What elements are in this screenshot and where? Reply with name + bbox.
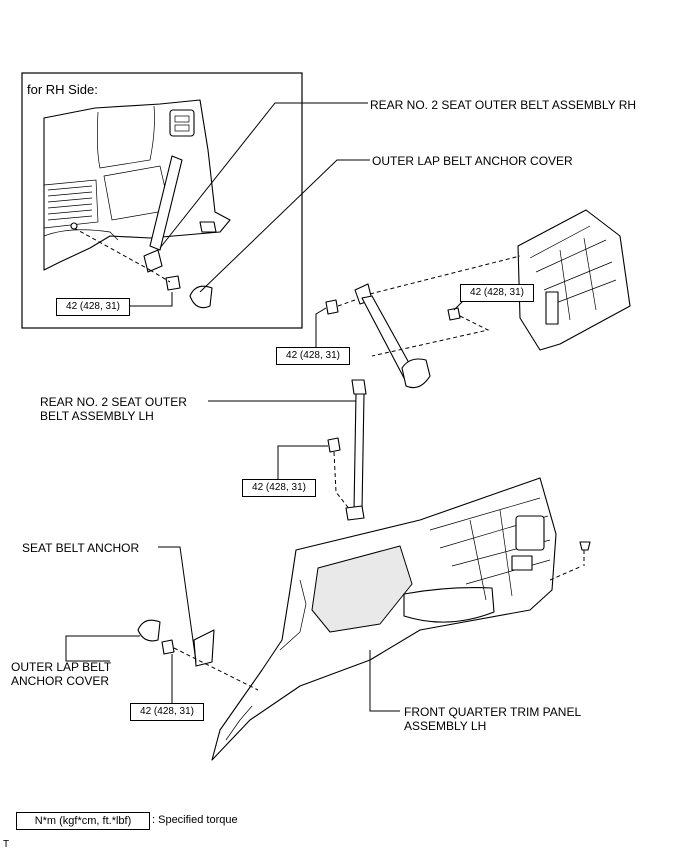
inset-frame [21,72,303,329]
callout-rear-belt-lh-line1: REAR NO. 2 SEAT OUTER [40,395,187,409]
torque-inset: 42 (428, 31) [56,298,130,316]
rear-trim-panel-drawing [517,209,631,351]
corner-mark: T [3,839,10,850]
callout-rear-belt-lh-line2: BELT ASSEMBLY LH [40,409,154,423]
legend-torque-box: N*m (kgf*cm, ft.*lbf) [16,812,150,830]
legend-text: : Specified torque [152,814,238,826]
callout-outer-lap-cover-line1: OUTER LAP BELT [11,660,112,674]
inset-rh-quarter-drawing [43,99,231,309]
inset-title: for RH Side: [27,82,98,97]
torque-lower: 42 (428, 31) [130,703,204,721]
callout-seat-belt-anchor: SEAT BELT ANCHOR [22,541,140,555]
callout-outer-lap-cover-line2: ANCHOR COVER [11,674,110,688]
callout-outer-lap-cover-top: OUTER LAP BELT ANCHOR COVER [372,154,573,168]
torque-upper-right: 42 (428, 31) [460,284,534,302]
callout-front-quarter-line1: FRONT QUARTER TRIM PANEL [404,705,582,719]
callout-front-quarter-line2: ASSEMBLY LH [404,719,487,733]
torque-middle: 42 (428, 31) [242,479,316,497]
callout-rear-belt-rh: REAR NO. 2 SEAT OUTER BELT ASSEMBLY RH [370,98,637,112]
front-quarter-trim-panel-drawing [211,477,557,761]
rear-belt-lh-drawing [325,283,431,521]
torque-upper-left: 42 (428, 31) [276,347,350,365]
